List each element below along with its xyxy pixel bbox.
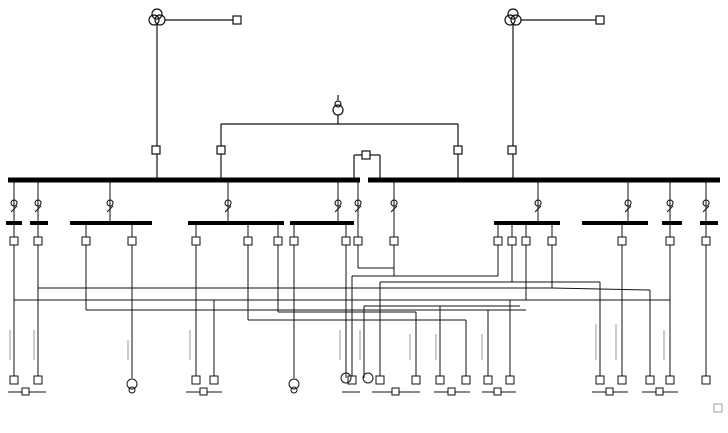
corner-box [713, 403, 723, 413]
feeder-drops [10, 180, 710, 223]
feeder-terminations [9, 375, 711, 385]
incoming-source-left [148, 8, 242, 178]
center-generator [216, 95, 463, 180]
incoming-source-right [504, 8, 605, 178]
bottom-terminal-groups [8, 387, 678, 396]
feeder-annotation-marks [9, 324, 665, 360]
bottom-generators [126, 372, 374, 394]
outgoing-lines [13, 223, 707, 378]
disconnectors [9, 236, 711, 246]
